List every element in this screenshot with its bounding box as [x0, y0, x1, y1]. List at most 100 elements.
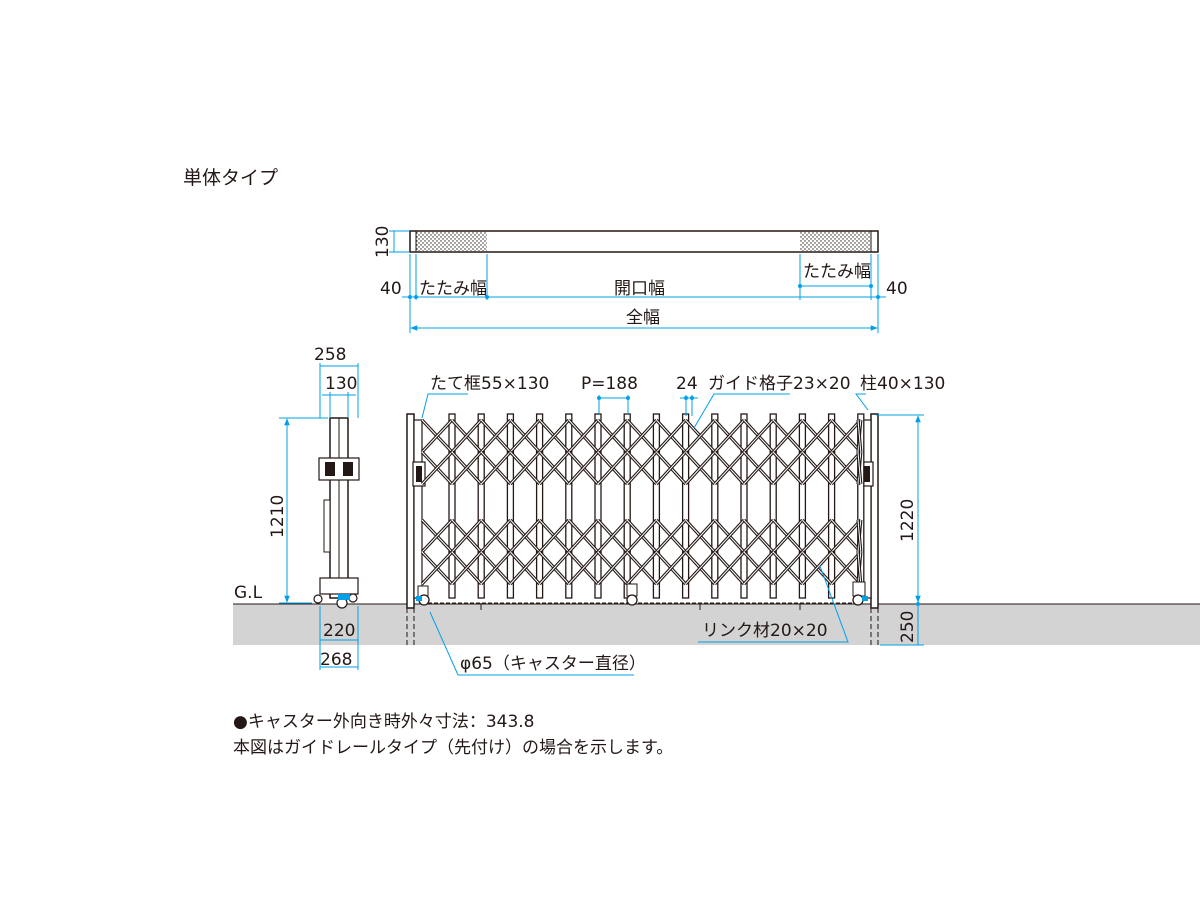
- link-member: [831, 451, 862, 485]
- link-member: [539, 451, 570, 485]
- link-member: [539, 519, 570, 553]
- link-member: [626, 419, 657, 453]
- side-base-268: 268: [320, 650, 352, 670]
- side-depth-130: 130: [325, 374, 357, 394]
- leading-frame: [413, 419, 423, 599]
- link-member: [480, 519, 511, 553]
- guide-bar: [769, 413, 777, 599]
- link-member: [714, 551, 745, 585]
- link-member: [685, 419, 716, 453]
- link-member: [421, 451, 453, 485]
- ground: [233, 604, 1200, 645]
- link-lattice: [420, 418, 863, 586]
- link-member: [510, 551, 540, 585]
- plan-right-fold-label: たたみ幅: [803, 262, 871, 282]
- plan-left-fold-label: たたみ幅: [419, 279, 487, 299]
- guide-bar: [623, 413, 631, 599]
- guide-bar: [681, 413, 690, 599]
- link-member: [743, 551, 774, 585]
- side-width-258: 258: [314, 345, 346, 365]
- link-member: [597, 519, 628, 553]
- frame-label: たて框55×130: [430, 374, 549, 394]
- guide-bar: [711, 413, 719, 599]
- link-member: [480, 451, 511, 485]
- pitch-label: P=188: [581, 374, 638, 394]
- link-member: [656, 551, 686, 585]
- link-member: [451, 419, 482, 453]
- link-member: [802, 551, 832, 585]
- link-member: [857, 419, 862, 453]
- plan-left-post-label: 40: [380, 279, 402, 299]
- link-member: [802, 519, 832, 553]
- link-member: [802, 419, 832, 453]
- front-height-1220: 1220: [898, 499, 918, 542]
- note-guide-rail-type: 本図はガイドレールタイプ（先付け）の場合を示します。: [233, 738, 674, 758]
- link-member: [831, 519, 862, 553]
- page-title: 単体タイプ: [183, 167, 278, 189]
- link-member: [626, 451, 657, 485]
- link-member: [539, 419, 570, 453]
- caster-middle: [626, 583, 638, 606]
- link-member: [568, 451, 599, 485]
- post-label: 柱40×130: [860, 374, 945, 394]
- link-member: [597, 451, 628, 485]
- link-member: [626, 519, 657, 553]
- link-member: [714, 451, 745, 485]
- link-member: [421, 519, 453, 553]
- side-view: 258 130 1210 220 268: [268, 345, 360, 670]
- link-member: [772, 451, 803, 485]
- guide-bar: [798, 413, 807, 599]
- link-member: [656, 419, 686, 453]
- guide-bar: [827, 413, 836, 599]
- plan-right-post-label: 40: [886, 279, 908, 299]
- link-member: [831, 419, 862, 453]
- plan-opening-label: 開口幅: [614, 279, 665, 299]
- link-member: [685, 519, 716, 553]
- link-member: [656, 519, 686, 553]
- plan-view: 130 40 たたみ幅 開口幅 たたみ幅 40 全幅: [373, 226, 908, 333]
- front-view: たて框55×130 P=188 24 ガイド格子23×20 柱40×130 12…: [406, 374, 945, 676]
- link-member: [802, 451, 832, 485]
- link-member: [510, 519, 540, 553]
- plan-overall-label: 全幅: [626, 308, 660, 328]
- link-member: [451, 451, 482, 485]
- link-label: リンク材20×20: [702, 621, 828, 641]
- guide-bar: [565, 413, 573, 599]
- link-member: [597, 419, 628, 453]
- guide-bar: [652, 413, 661, 599]
- link-member: [772, 551, 803, 585]
- ground-level-label: G.L: [234, 583, 263, 603]
- notes: ●キャスター外向き時外々寸法：343.8 本図はガイドレールタイプ（先付け）の場…: [233, 709, 673, 761]
- link-member: [685, 551, 716, 585]
- link-member: [743, 451, 774, 485]
- link-member: [597, 551, 628, 585]
- link-member: [626, 551, 657, 585]
- link-member: [421, 551, 453, 585]
- link-member: [568, 551, 599, 585]
- side-height-1210: 1210: [268, 495, 288, 538]
- note-caster-dimension: ●キャスター外向き時外々寸法：343.8: [233, 712, 535, 732]
- link-member: [568, 519, 599, 553]
- link-member: [539, 551, 570, 585]
- link-member: [772, 419, 803, 453]
- plan-height-label: 130: [373, 226, 393, 258]
- guide-bar: [448, 413, 456, 599]
- link-member: [451, 519, 482, 553]
- guide-bar-label: ガイド格子23×20: [708, 374, 851, 394]
- link-member: [510, 419, 540, 453]
- guide-bar: [477, 413, 485, 599]
- link-member: [714, 519, 745, 553]
- link-member: [480, 419, 511, 453]
- link-member: [480, 551, 511, 585]
- guide-bars: [448, 413, 865, 599]
- link-member: [772, 519, 803, 553]
- plan-left-fold-hatch: [416, 232, 487, 251]
- link-member: [451, 551, 482, 585]
- link-member: [510, 451, 540, 485]
- link-member: [714, 419, 745, 453]
- guide-bar: [535, 413, 544, 599]
- link-member: [685, 451, 716, 485]
- link-member: [421, 419, 453, 453]
- link-member: [743, 519, 774, 553]
